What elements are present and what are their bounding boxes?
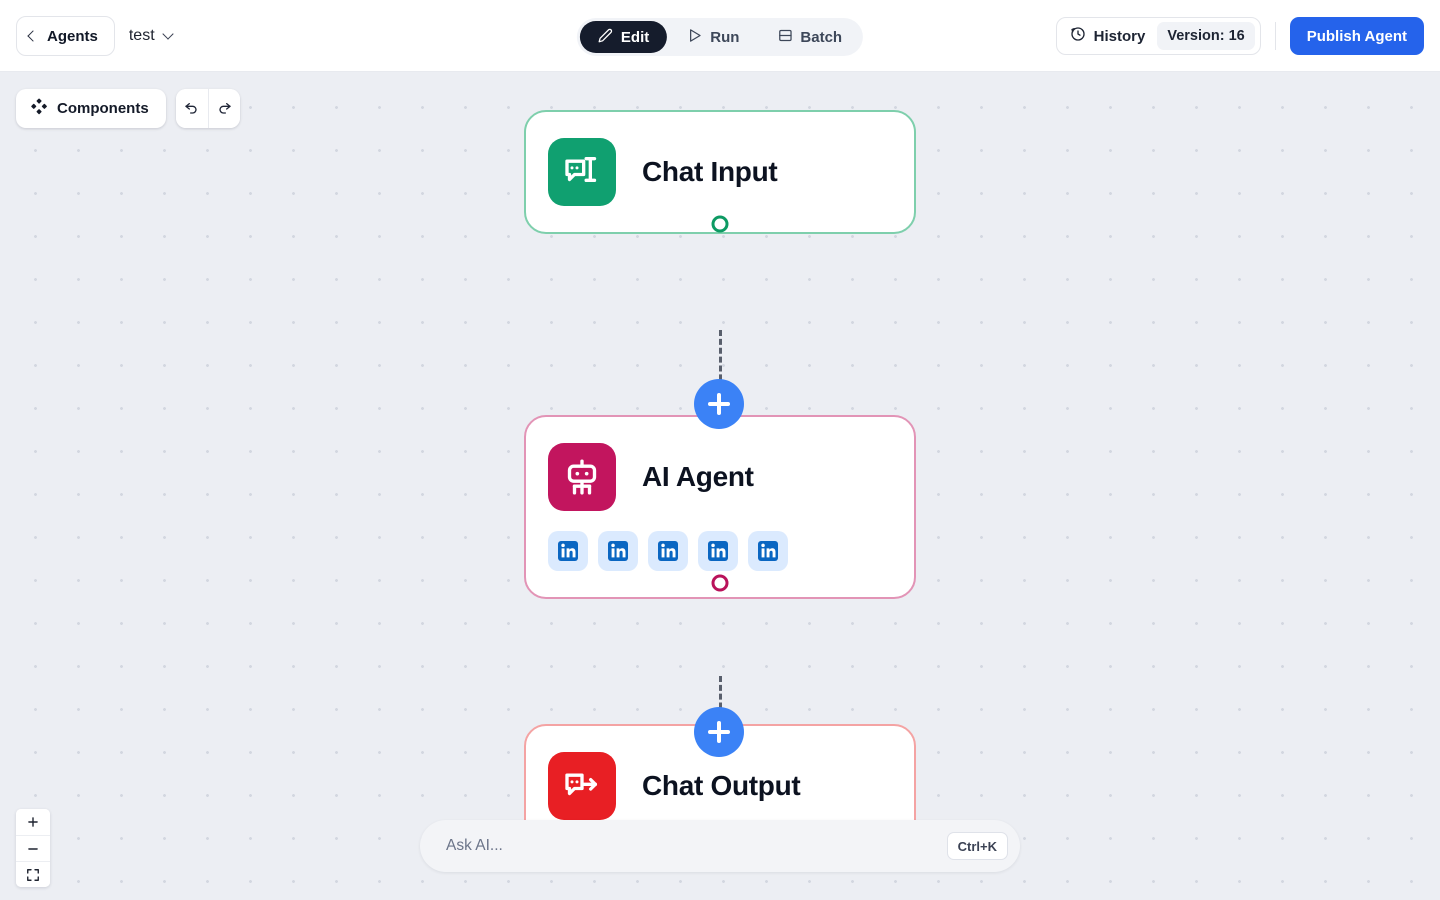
node-chat-input-title: Chat Input bbox=[642, 156, 778, 187]
add-node-button-2[interactable] bbox=[694, 707, 744, 757]
node-chat-input-header: Chat Input bbox=[548, 138, 892, 206]
redo-arrow-icon bbox=[216, 99, 232, 118]
components-button[interactable]: Components bbox=[16, 89, 166, 128]
tab-batch[interactable]: Batch bbox=[759, 21, 860, 53]
header-left-group: Agents test bbox=[16, 0, 174, 72]
tab-run[interactable]: Run bbox=[669, 21, 757, 53]
node-ai-agent-title: AI Agent bbox=[642, 461, 754, 492]
ai-agent-tool-row bbox=[548, 531, 892, 571]
ask-ai-bar[interactable]: Ctrl+K bbox=[420, 820, 1020, 872]
flow-name-label: test bbox=[128, 27, 155, 44]
node-ai-agent-header: AI Agent bbox=[548, 443, 892, 511]
tab-batch-label: Batch bbox=[800, 28, 843, 46]
pencil-icon bbox=[598, 28, 613, 47]
robot-icon bbox=[548, 443, 616, 511]
node-ai-agent-body: AI Agent bbox=[526, 417, 914, 597]
node-chat-output-body: Chat Output bbox=[526, 726, 914, 846]
header-divider bbox=[1274, 22, 1276, 50]
fit-view-button[interactable] bbox=[16, 861, 50, 887]
version-badge[interactable]: Version: 16 bbox=[1157, 22, 1255, 50]
history-label: History bbox=[1093, 27, 1146, 45]
back-to-agents-button[interactable]: Agents bbox=[16, 16, 115, 56]
handle-chat-input-source[interactable] bbox=[711, 215, 729, 233]
chevron-down-icon bbox=[161, 28, 174, 40]
tool-chip-linkedin-5[interactable] bbox=[748, 531, 788, 571]
tool-chip-linkedin-2[interactable] bbox=[598, 531, 638, 571]
flow-canvas[interactable]: Components bbox=[0, 72, 1440, 900]
tab-edit[interactable]: Edit bbox=[579, 21, 668, 53]
tab-run-label: Run bbox=[710, 28, 740, 46]
mode-tab-group: Edit Run Batch bbox=[576, 18, 864, 56]
chat-input-icon bbox=[548, 138, 616, 206]
undo-button[interactable] bbox=[175, 89, 208, 128]
publish-agent-button[interactable]: Publish Agent bbox=[1289, 17, 1424, 55]
tool-chip-linkedin-1[interactable] bbox=[548, 531, 588, 571]
clock-history-icon bbox=[1070, 26, 1086, 46]
history-version-group[interactable]: History Version: 16 bbox=[1055, 17, 1261, 55]
header-right-group: History Version: 16 Publish Agent bbox=[1055, 0, 1424, 72]
handle-ai-agent-source[interactable] bbox=[711, 574, 729, 592]
history-button[interactable]: History bbox=[1057, 18, 1158, 54]
node-chat-output-header: Chat Output bbox=[548, 752, 892, 820]
node-ai-agent[interactable]: AI Agent bbox=[524, 405, 916, 599]
tab-edit-label: Edit bbox=[620, 28, 650, 46]
flow-name-dropdown[interactable]: test bbox=[128, 27, 174, 45]
layers-icon bbox=[777, 28, 792, 47]
zoom-controls bbox=[16, 809, 50, 887]
tool-chip-linkedin-3[interactable] bbox=[648, 531, 688, 571]
ask-ai-shortcut-badge: Ctrl+K bbox=[946, 832, 1008, 860]
canvas-toolbar: Components bbox=[16, 89, 240, 128]
zoom-in-button[interactable] bbox=[16, 809, 50, 835]
components-label: Components bbox=[57, 100, 149, 117]
undo-redo-group bbox=[175, 89, 240, 128]
chat-output-icon bbox=[548, 752, 616, 820]
ask-ai-input[interactable] bbox=[446, 837, 947, 855]
diamond-grid-icon bbox=[30, 98, 47, 119]
play-icon bbox=[687, 28, 702, 47]
undo-arrow-icon bbox=[184, 99, 200, 118]
app-header: Agents test Edit Run bbox=[0, 0, 1440, 72]
node-chat-input[interactable]: Chat Input bbox=[524, 110, 916, 234]
redo-button[interactable] bbox=[207, 89, 240, 128]
add-node-button-1[interactable] bbox=[694, 379, 744, 429]
tool-chip-linkedin-4[interactable] bbox=[698, 531, 738, 571]
node-chat-input-body: Chat Input bbox=[526, 112, 914, 232]
node-chat-output-title: Chat Output bbox=[642, 770, 801, 801]
zoom-out-button[interactable] bbox=[16, 835, 50, 861]
chevron-left-icon bbox=[27, 30, 39, 42]
back-to-agents-label: Agents bbox=[47, 27, 98, 45]
